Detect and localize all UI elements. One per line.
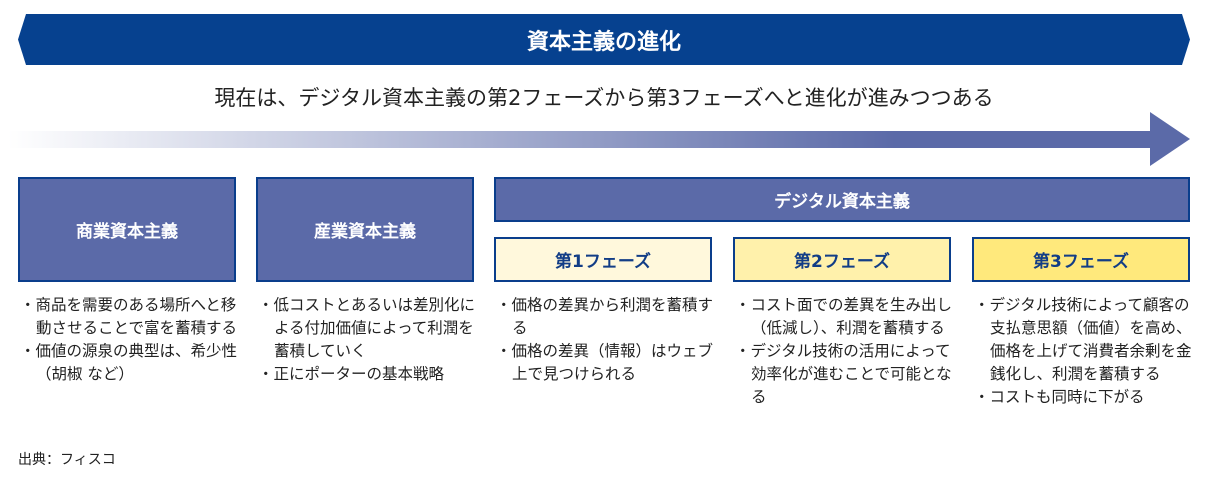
bullet: 正にポーターの基本戦略 [258, 363, 480, 386]
phase2-bullets: コスト面での差異を生み出し（低減し）、利潤を蓄積する デジタル技術の活用によって… [735, 294, 957, 409]
phase-1: 第1フェーズ [494, 237, 712, 282]
bullet: 価値の源泉の典型は、希少性（胡椒 など） [20, 340, 242, 386]
source-note: 出典：フィスコ [18, 452, 116, 468]
title-banner: 資本主義の進化 [18, 14, 1190, 65]
phase-3: 第3フェーズ [972, 237, 1190, 282]
phase3-bullets: デジタル技術によって顧客の支払意思額（価値）を高め、価格を上げて消費者余剰を金銭… [974, 294, 1196, 409]
stage-industrial: 産業資本主義 [256, 177, 474, 282]
bullet: デジタル技術の活用によって効率化が進むことで可能となる [735, 340, 957, 409]
stage-digital: デジタル資本主義 [494, 177, 1190, 222]
bullet: 商品を需要のある場所へと移動させることで富を蓄積する [20, 294, 242, 340]
bullet: デジタル技術によって顧客の支払意思額（価値）を高め、価格を上げて消費者余剰を金銭… [974, 294, 1196, 386]
bullet: コスト面での差異を生み出し（低減し）、利潤を蓄積する [735, 294, 957, 340]
progress-arrow [8, 112, 1190, 166]
subtitle: 現在は、デジタル資本主義の第2フェーズから第3フェーズへと進化が進みつつある [214, 86, 994, 110]
stage-commercial: 商業資本主義 [18, 177, 236, 282]
phase-2: 第2フェーズ [733, 237, 951, 282]
commercial-bullets: 商品を需要のある場所へと移動させることで富を蓄積する 価値の源泉の典型は、希少性… [20, 294, 242, 386]
bullet: 低コストとあるいは差別化による付加価値によって利潤を蓄積していく [258, 294, 480, 363]
bullet: 価格の差異から利潤を蓄積する [496, 294, 718, 340]
phase1-bullets: 価格の差異から利潤を蓄積する 価格の差異（情報）はウェブ上で見つけられる [496, 294, 718, 386]
bullet: コストも同時に下がる [974, 386, 1196, 409]
industrial-bullets: 低コストとあるいは差別化による付加価値によって利潤を蓄積していく 正にポーターの… [258, 294, 480, 386]
bullet: 価格の差異（情報）はウェブ上で見つけられる [496, 340, 718, 386]
